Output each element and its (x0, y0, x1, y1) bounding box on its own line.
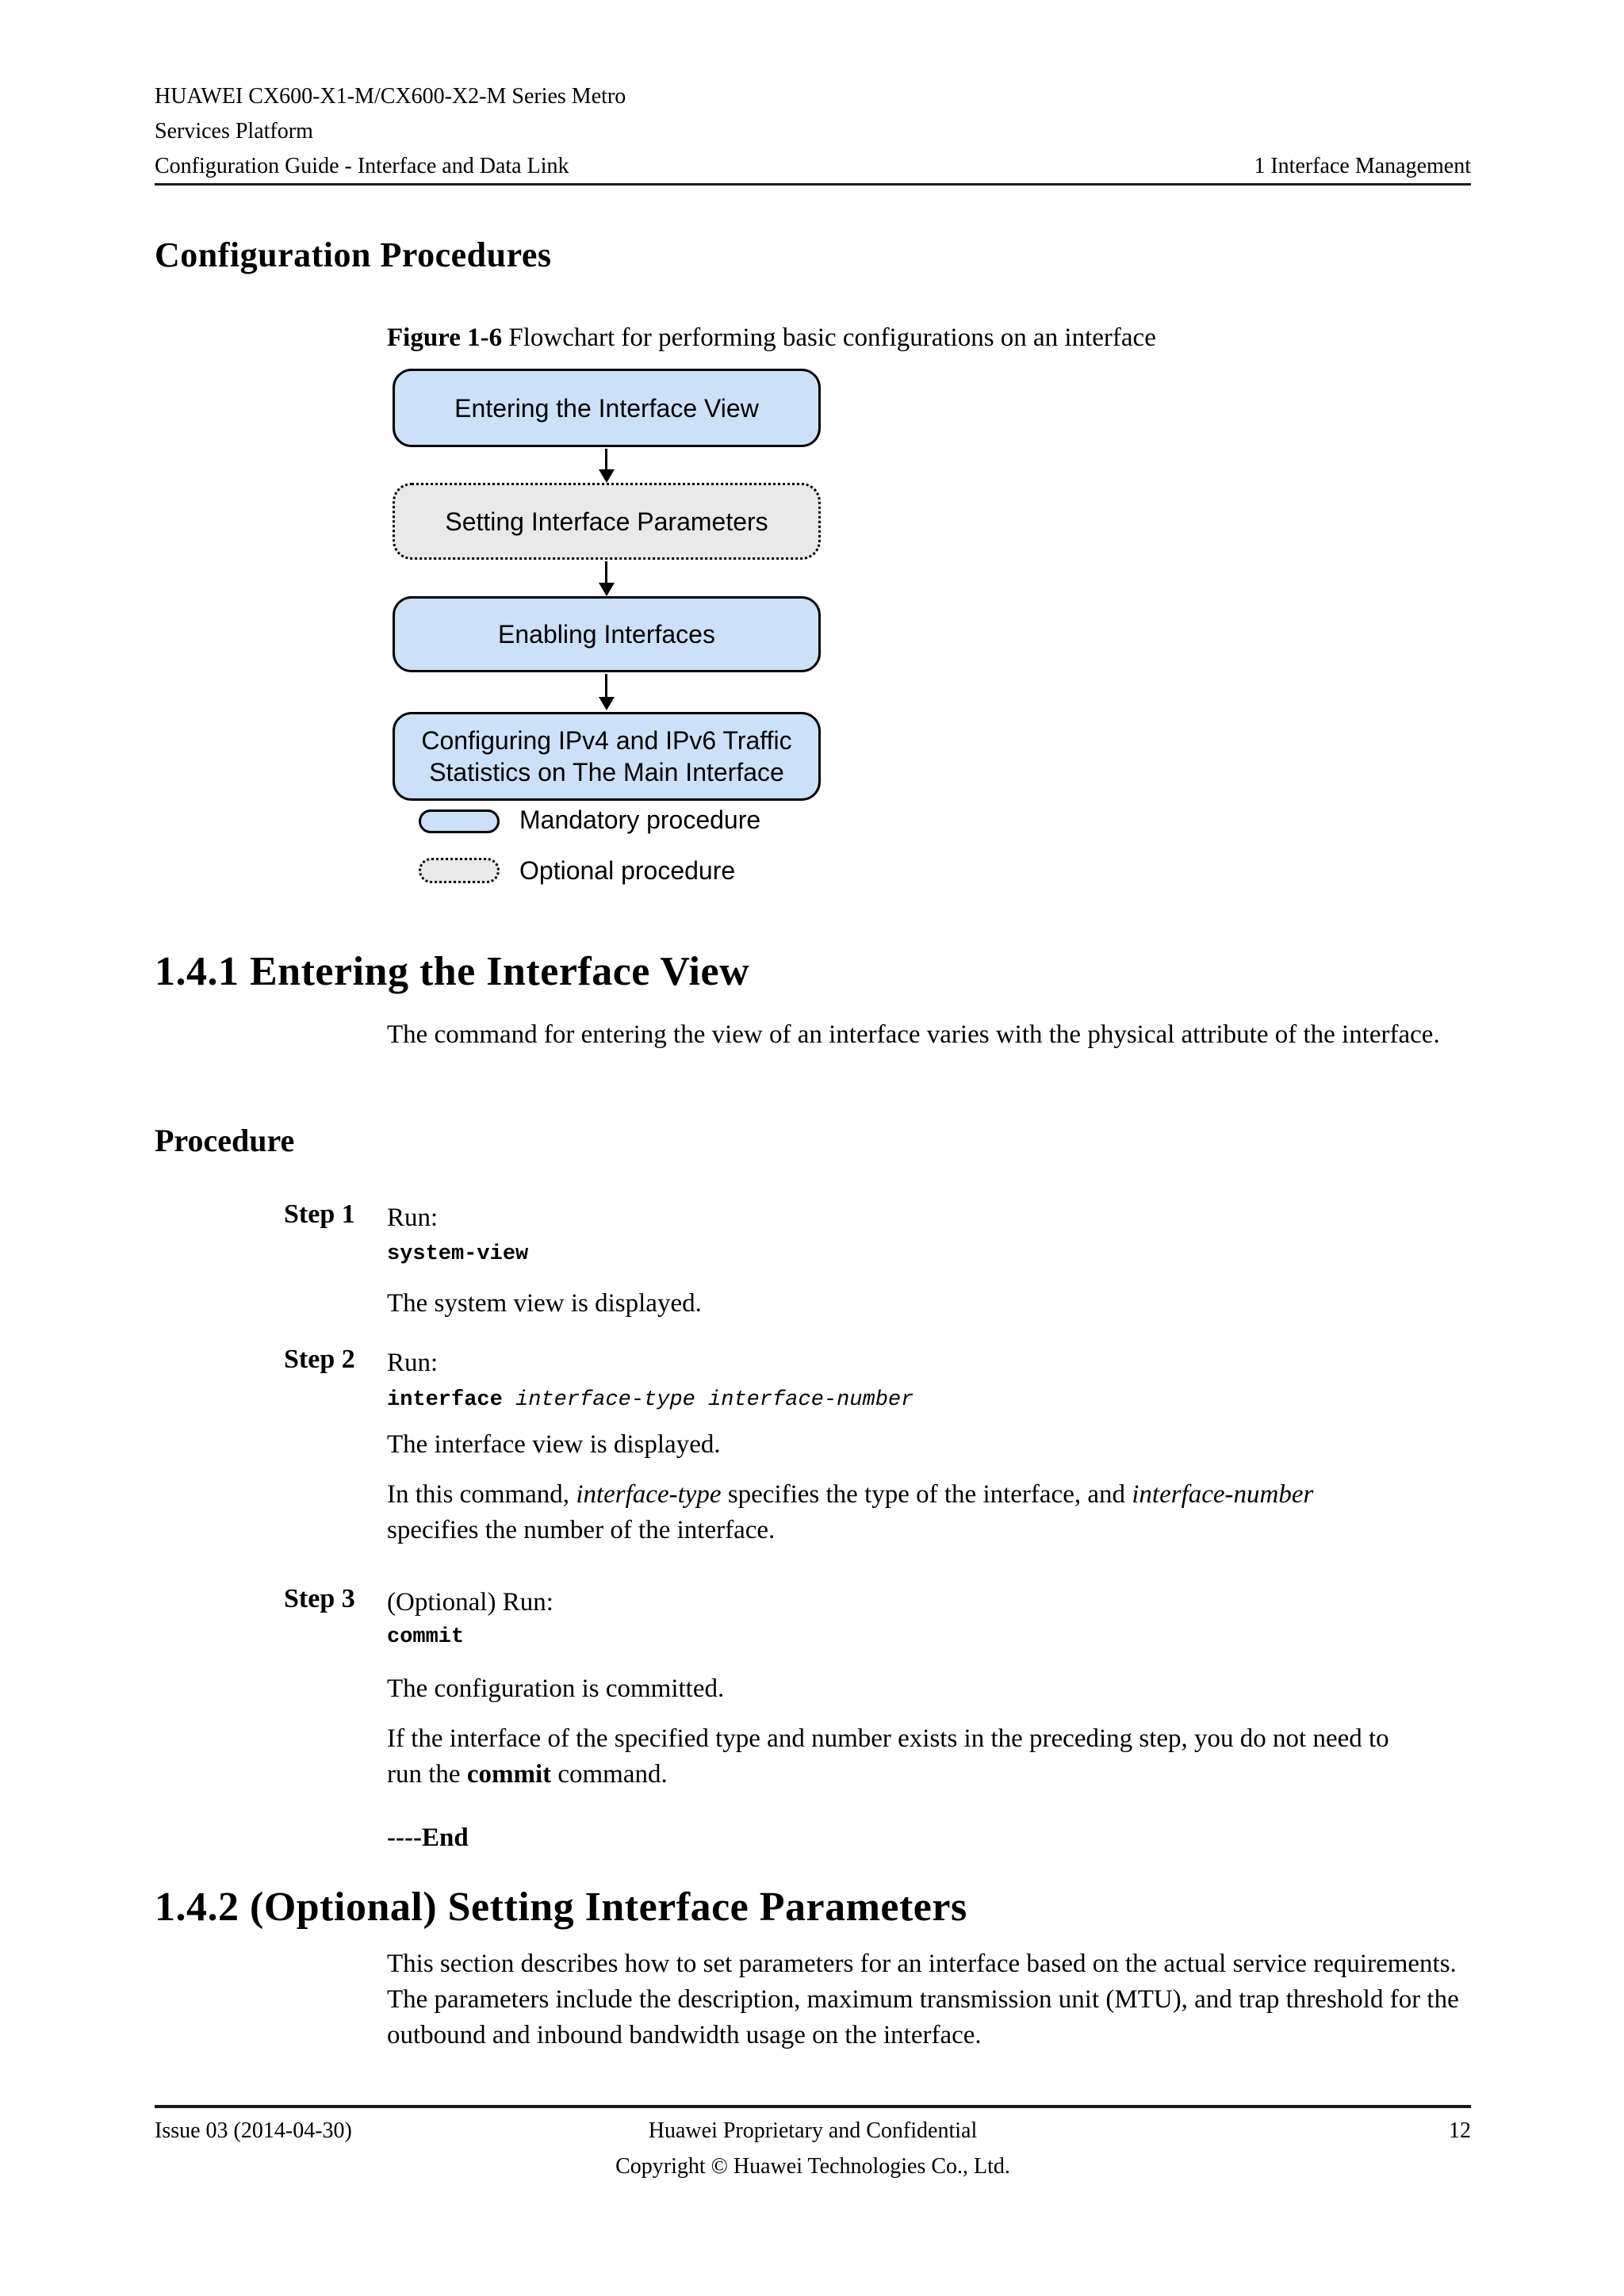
section-1-4-2-title: 1.4.2 (Optional) Setting Interface Param… (155, 1885, 967, 1930)
command-interface: interface (387, 1388, 503, 1412)
step2-result: The interface view is displayed. (387, 1430, 721, 1459)
flow-arrow-head (599, 583, 615, 596)
flow-arrow-head (599, 697, 615, 710)
step1-command: system-view (387, 1238, 528, 1270)
figure-label: Figure 1-6 (387, 323, 503, 352)
flow-arrow-stem (605, 561, 607, 584)
section-1-4-1-intro: The command for entering the view of an … (387, 1020, 1440, 1049)
step3-run: (Optional) Run: (387, 1588, 553, 1617)
command-interface-args: interface-type interface-number (502, 1388, 914, 1412)
header-line2: Services Platform (155, 119, 313, 144)
page-header: HUAWEI CX600-X1-M/CX600-X2-M Series Metr… (155, 79, 1471, 184)
header-line1: HUAWEI CX600-X1-M/CX600-X2-M Series Metr… (155, 84, 626, 109)
step2-run: Run: (387, 1349, 439, 1377)
note-text: If the interface of the specified type a… (387, 1724, 1389, 1753)
step2-command: interface interface-type interface-numbe… (387, 1384, 914, 1416)
step3-label: Step 3 (284, 1584, 355, 1613)
figure-caption-text: Flowchart for performing basic configura… (502, 323, 1156, 352)
step2-note: In this command, interface-type specifie… (387, 1477, 1485, 1548)
legend-mandatory-shape (419, 809, 500, 833)
step1-run: Run: (387, 1203, 439, 1232)
flowchart-box-configuring-traffic-statistics: Configuring IPv4 and IPv6 Traffic Statis… (393, 712, 821, 801)
flowchart-box-setting-interface-parameters: Setting Interface Parameters (393, 483, 821, 560)
flow-arrow-stem (605, 449, 607, 471)
term-interface-type: interface-type (576, 1480, 722, 1509)
section-1-4-1-title: 1.4.1 Entering the Interface View (155, 949, 750, 994)
header-doc-title: Configuration Guide - Interface and Data… (155, 154, 569, 178)
legend-optional-label: Optional procedure (519, 856, 736, 885)
note-text: specifies the type of the interface, and (721, 1480, 1132, 1509)
flowchart-box-entering-interface-view: Entering the Interface View (393, 369, 821, 447)
note-text: specifies the number of the interface. (387, 1516, 776, 1544)
footer-page-number: 12 (1449, 2118, 1471, 2143)
flow-arrow-head (599, 469, 615, 483)
command-commit: commit (387, 1625, 465, 1649)
step1-label: Step 1 (284, 1200, 355, 1229)
end-marker: ----End (387, 1823, 469, 1852)
term-commit-bold: commit (466, 1760, 552, 1789)
step3-command: commit (387, 1621, 464, 1653)
flowchart-box-enabling-interfaces: Enabling Interfaces (393, 596, 821, 672)
flow-arrow-stem (605, 674, 607, 698)
configuration-procedures-heading: Configuration Procedures (155, 235, 552, 274)
header-chapter: 1 Interface Management (1254, 154, 1471, 178)
legend-optional-shape (419, 858, 500, 883)
term-interface-number: interface-number (1132, 1480, 1314, 1509)
command-system-view: system-view (387, 1242, 529, 1266)
note-text: command. (551, 1760, 668, 1789)
footer-issue: Issue 03 (2014-04-30) (155, 2118, 352, 2143)
step1-result: The system view is displayed. (387, 1289, 702, 1318)
note-text: run the (387, 1760, 467, 1789)
footer-rule (155, 2105, 1471, 2108)
step2-label: Step 2 (284, 1345, 355, 1374)
legend-mandatory-label: Mandatory procedure (519, 806, 761, 834)
section-1-4-2-intro: This section describes how to set parame… (387, 1950, 1459, 2049)
step3-result: The configuration is committed. (387, 1674, 725, 1703)
header-rule (155, 183, 1471, 186)
figure-caption: Figure 1-6 Flowchart for performing basi… (387, 323, 1156, 353)
footer-copyright: Copyright © Huawei Technologies Co., Ltd… (615, 2154, 1010, 2179)
note-text: In this command, (387, 1480, 576, 1509)
procedure-heading: Procedure (155, 1123, 295, 1158)
footer-confidential: Huawei Proprietary and Confidential (648, 2118, 978, 2143)
step3-note: If the interface of the specified type a… (387, 1721, 1485, 1793)
